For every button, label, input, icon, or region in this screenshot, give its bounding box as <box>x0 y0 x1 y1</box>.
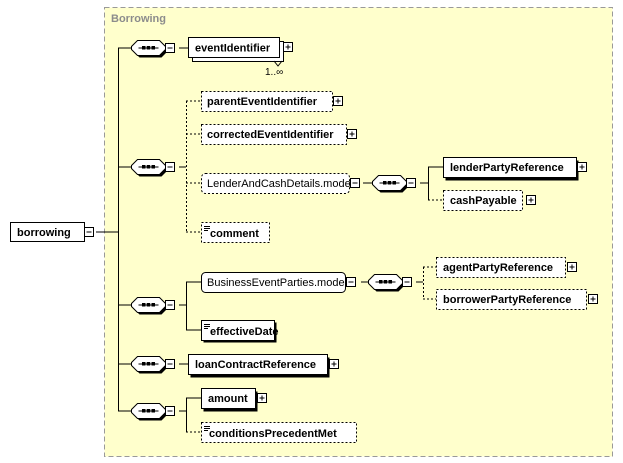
sequence-compositor-3[interactable] <box>131 297 168 315</box>
conditionsPrecedentMet-label: conditionsPrecedentMet <box>209 428 337 440</box>
expand-toggle-icon[interactable] <box>283 42 293 52</box>
sequence-compositor-5[interactable] <box>131 403 168 421</box>
element-borrowerPartyReference[interactable]: borrowerPartyReference <box>436 289 587 310</box>
expand-toggle-icon[interactable] <box>577 162 587 172</box>
group-BusinessEventParties[interactable]: BusinessEventParties.model <box>201 272 348 293</box>
parentEventIdentifier-label: parentEventIdentifier <box>207 96 318 108</box>
element-cashPayable[interactable]: cashPayable <box>443 190 523 211</box>
loanContractReference-label: loanContractReference <box>195 359 316 371</box>
expand-toggle-icon[interactable] <box>329 359 339 369</box>
correctedEventIdentifier-label: correctedEventIdentifier <box>207 129 334 141</box>
expand-toggle-icon[interactable] <box>526 195 536 205</box>
BusinessEventParties-label: BusinessEventParties.model <box>207 277 347 289</box>
collapse-toggle-icon[interactable] <box>165 43 175 53</box>
sequence-compositor-2[interactable] <box>131 159 168 177</box>
element-correctedEventIdentifier[interactable]: correctedEventIdentifier <box>201 124 347 145</box>
collapse-toggle-icon[interactable] <box>406 178 416 188</box>
root-element-borrowing[interactable]: borrowing <box>10 222 85 242</box>
root-label: borrowing <box>17 227 71 239</box>
eventIdentifier-cardinality: 1..∞ <box>265 67 283 78</box>
amount-label: amount <box>208 393 248 405</box>
sequence-compositor-lender[interactable] <box>372 175 409 193</box>
element-conditionsPrecedentMet[interactable]: conditionsPrecedentMet <box>201 422 357 443</box>
connectors <box>96 47 443 433</box>
element-comment[interactable]: comment <box>201 222 270 243</box>
collapse-toggle-icon[interactable] <box>350 178 360 188</box>
collapse-toggle-icon[interactable] <box>165 359 175 369</box>
element-parentEventIdentifier[interactable]: parentEventIdentifier <box>201 91 333 112</box>
element-eventIdentifier[interactable]: eventIdentifier <box>188 37 284 62</box>
simple-content-icon <box>204 324 210 329</box>
element-lenderPartyReference[interactable]: lenderPartyReference <box>443 157 579 181</box>
agentPartyReference-label: agentPartyReference <box>443 262 553 274</box>
group-LenderAndCashDetails[interactable]: LenderAndCashDetails.model <box>201 173 354 194</box>
element-effectiveDate[interactable]: effectiveDate <box>201 320 279 343</box>
collapse-toggle-icon[interactable] <box>165 162 175 172</box>
sequence-compositor-4[interactable] <box>131 356 168 374</box>
collapse-toggle-icon[interactable] <box>84 227 94 237</box>
simple-content-icon <box>204 426 210 431</box>
expand-toggle-icon[interactable] <box>257 393 267 403</box>
expand-toggle-icon[interactable] <box>567 262 577 272</box>
collapse-toggle-icon[interactable] <box>402 277 412 287</box>
sequence-compositor-1[interactable] <box>131 40 168 58</box>
sequence-compositor-parties[interactable] <box>368 274 405 292</box>
simple-content-icon <box>204 226 210 231</box>
expand-toggle-icon[interactable] <box>347 129 357 139</box>
element-loanContractReference[interactable]: loanContractReference <box>188 354 330 378</box>
expand-toggle-icon[interactable] <box>588 294 598 304</box>
collapse-toggle-icon[interactable] <box>346 277 356 287</box>
comment-label: comment <box>210 228 259 240</box>
element-amount[interactable]: amount <box>201 388 258 412</box>
collapse-toggle-icon[interactable] <box>165 406 175 416</box>
cashPayable-label: cashPayable <box>450 195 517 207</box>
borrowing-group <box>104 7 613 457</box>
collapse-toggle-icon[interactable] <box>165 300 175 310</box>
LenderAndCashDetails-label: LenderAndCashDetails.model <box>207 178 353 190</box>
borrowerPartyReference-label: borrowerPartyReference <box>443 294 571 306</box>
effectiveDate-label: effectiveDate <box>210 326 278 338</box>
expand-toggle-icon[interactable] <box>333 96 343 106</box>
group-title: Borrowing <box>111 13 166 25</box>
cardinality-marker <box>273 60 283 67</box>
eventIdentifier-label: eventIdentifier <box>195 43 271 55</box>
lenderPartyReference-label: lenderPartyReference <box>450 162 564 174</box>
element-agentPartyReference[interactable]: agentPartyReference <box>436 257 566 278</box>
